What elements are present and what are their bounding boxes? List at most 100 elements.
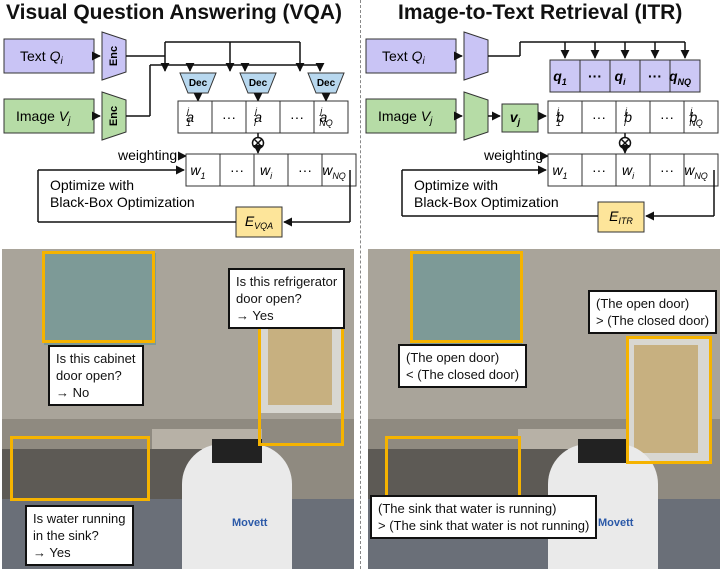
vqa-weight-cell: w1 — [185, 153, 221, 187]
vqa-decoder-1: Dec — [179, 72, 217, 94]
vqa-text-label: Text Qi — [20, 48, 63, 67]
vqa-text-box — [3, 38, 95, 74]
itr-query-symbol: q1 — [553, 68, 567, 87]
vqa-weight-cell: ··· — [287, 153, 323, 187]
itr-fridge-caption: (The open door)> (The closed door) — [588, 290, 718, 334]
itr-query-cell: ··· — [639, 59, 671, 93]
itr-weight-symbol: wi — [622, 162, 635, 181]
vqa-error-label: EVQA — [245, 213, 273, 231]
vqa-weight-row: w1 ··· wi ··· wNQ — [185, 153, 357, 187]
vqa-image-label: Image Vj — [16, 108, 71, 127]
multiply-node — [251, 136, 265, 150]
panel-divider — [360, 0, 361, 569]
itr-weight-row: w1 ··· wi ··· wNQ — [547, 153, 719, 187]
vqa-weight-cell: ··· — [219, 153, 255, 187]
itr-optimize-line1: Optimize with — [414, 177, 498, 193]
itr-score-symbol: ··· — [660, 109, 674, 125]
itr-query-symbol: ··· — [648, 68, 662, 84]
itr-query-symbol: qi — [614, 68, 626, 87]
vqa-title: Visual Question Answering (VQA) — [6, 1, 343, 24]
itr-text-encoder — [463, 31, 489, 81]
itr-image-label: Image Vj — [378, 108, 433, 127]
itr-weight-symbol: ··· — [660, 162, 674, 178]
itr-image-box — [365, 98, 457, 134]
itr-weight-symbol: ··· — [592, 162, 606, 178]
itr-text-box — [365, 38, 457, 74]
itr-score-cell: ··· — [581, 100, 617, 134]
svg-text:Dec: Dec — [249, 78, 268, 89]
itr-weight-symbol: wNQ — [684, 162, 708, 181]
vqa-text-encoder-label: Enc — [108, 46, 120, 66]
itr-weight-cell: w1 — [547, 153, 583, 187]
vqa-image-encoder — [101, 91, 127, 141]
itr-weight-cell: wi — [615, 153, 651, 187]
itr-sink-caption: (The sink that water is running)> (The s… — [370, 495, 598, 539]
itr-error-label: EITR — [609, 208, 633, 226]
itr-weighting-label: weighting — [483, 147, 543, 163]
itr-multiply-node — [618, 136, 632, 150]
vqa-diagram: Text Qi Image Vj Enc Enc Dec Dec — [3, 31, 357, 238]
vqa-optimize-line1: Optimize with — [50, 177, 134, 193]
vqa-weight-symbol: ··· — [298, 162, 312, 178]
itr-query-symbol: ··· — [588, 68, 602, 84]
vqa-weight-symbol: ··· — [230, 162, 244, 178]
vqa-weight-symbol: wNQ — [322, 162, 346, 181]
vqa-text-encoder — [101, 31, 127, 81]
vqa-sink-highlight — [10, 436, 150, 501]
robot-logo: Movett — [598, 517, 634, 529]
itr-query-cell: qNQ — [669, 59, 701, 93]
itr-weight-cell: ··· — [581, 153, 617, 187]
vqa-answer-cell: ··· — [211, 100, 247, 134]
itr-fridge-highlight — [626, 336, 712, 464]
svg-text:Dec: Dec — [189, 78, 208, 89]
itr-error-box — [597, 201, 645, 233]
vqa-decoder-i: Dec — [239, 72, 277, 94]
itr-sink-highlight — [385, 436, 521, 501]
vqa-weight-cell: wNQ — [321, 153, 357, 187]
itr-weight-symbol: w1 — [552, 162, 567, 181]
vqa-image-encoder-label: Enc — [108, 106, 120, 126]
itr-query-row: q1 ··· qi ··· qNQ — [549, 59, 701, 93]
vqa-answer-symbol: ··· — [222, 109, 236, 125]
vqa-optimize-line2: Black-Box Optimization — [50, 194, 195, 210]
svg-text:Dec: Dec — [317, 78, 336, 89]
itr-cabinet-caption: (The open door)< (The closed door) — [398, 344, 528, 388]
itr-score-symbol: ··· — [592, 109, 606, 125]
itr-image-feature-label: vj — [510, 109, 521, 127]
itr-cabinet-highlight — [410, 251, 523, 343]
robot — [182, 444, 292, 569]
itr-optimize-line2: Black-Box Optimization — [414, 194, 559, 210]
itr-query-cell: qi — [609, 59, 641, 93]
itr-weight-cell: ··· — [649, 153, 685, 187]
vqa-decoder-nq: Dec — [307, 72, 345, 94]
itr-image-encoder — [463, 91, 489, 141]
vqa-weight-cell: wi — [253, 153, 289, 187]
robot-logo: Movett — [232, 517, 268, 529]
vqa-fridge-highlight — [258, 318, 344, 446]
itr-score-cell: ··· — [649, 100, 685, 134]
itr-weight-cell: wNQ — [683, 153, 719, 187]
vqa-answer-symbol: ··· — [290, 109, 304, 125]
itr-query-cell: q1 — [549, 59, 581, 93]
vqa-cabinet-highlight — [42, 251, 155, 343]
vqa-weight-symbol: wi — [260, 162, 273, 181]
itr-query-symbol: qNQ — [669, 68, 691, 87]
itr-title: Image-to-Text Retrieval (ITR) — [398, 1, 683, 24]
itr-text-label: Text Qi — [382, 48, 425, 67]
